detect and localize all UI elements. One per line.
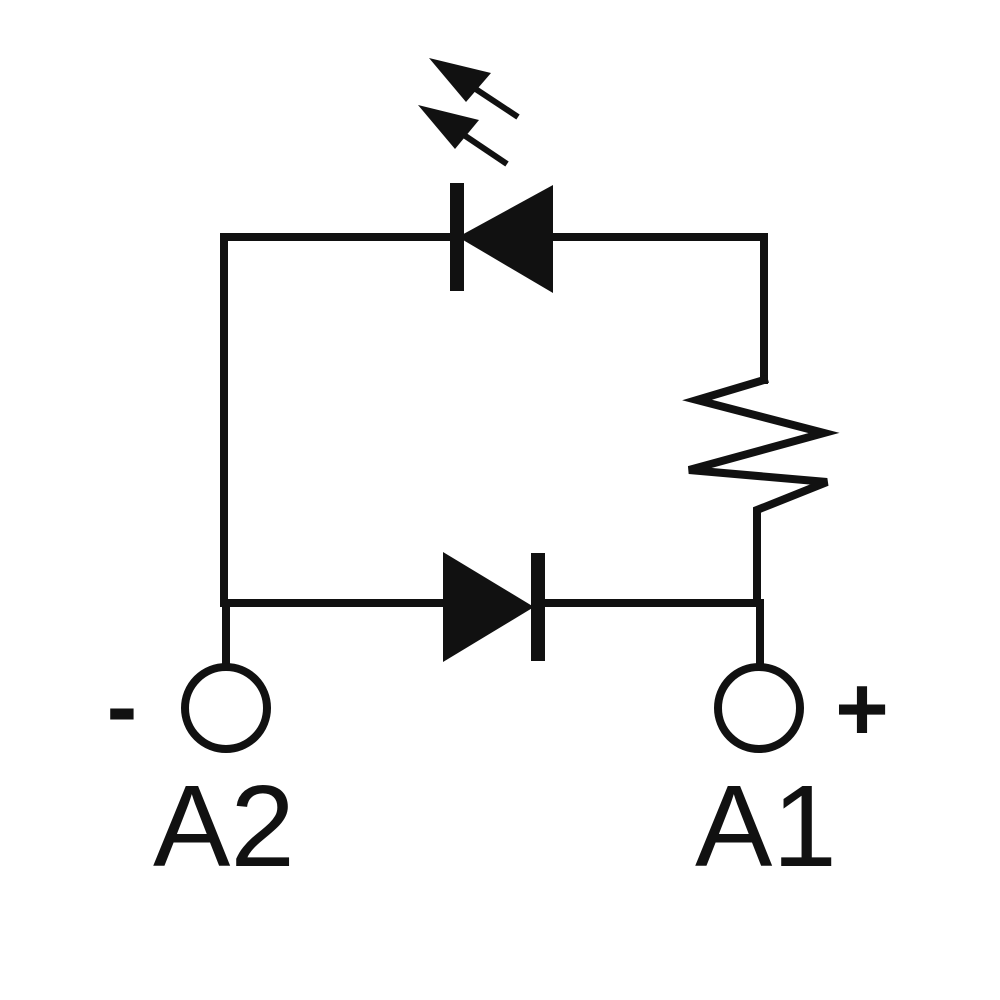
wire-top-left: [220, 233, 458, 604]
light-emission-icon: [418, 58, 520, 167]
led-indicator: [450, 183, 553, 293]
protection-diode: [443, 552, 545, 662]
emission-arrowhead-lower: [418, 105, 479, 149]
terminal-label-a2: A2: [153, 761, 295, 891]
led-cathode-bar: [450, 183, 464, 291]
resistor: [682, 375, 840, 607]
terminal-a2: [181, 663, 271, 753]
led-triangle: [458, 185, 553, 293]
terminal-label-a1: A1: [695, 761, 837, 891]
terminal-a1: [714, 663, 804, 753]
polarity-positive: +: [835, 658, 889, 760]
wire-top-right: [548, 233, 768, 384]
polarity-negative: -: [107, 656, 138, 758]
diode-cathode-bar: [531, 553, 545, 661]
diode-triangle: [443, 552, 534, 662]
emission-arrowhead-upper: [429, 58, 491, 102]
